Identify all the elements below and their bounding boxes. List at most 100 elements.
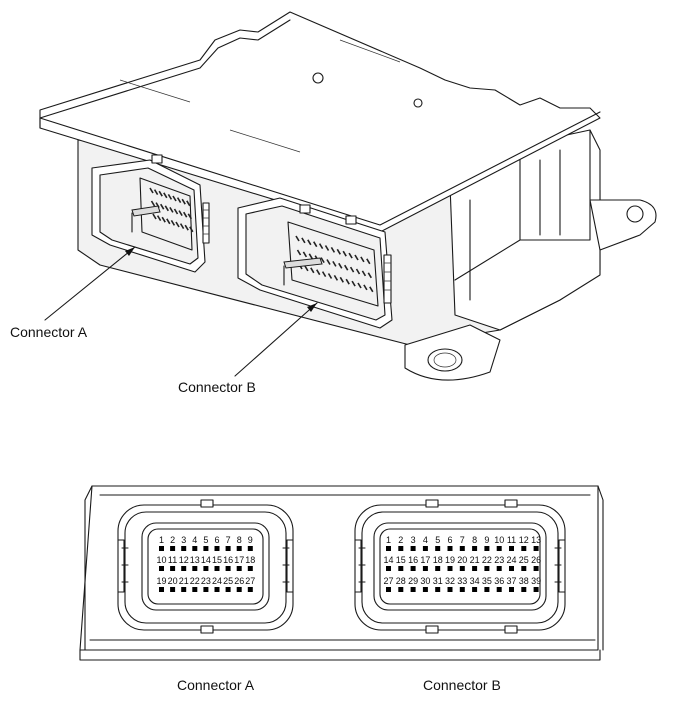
connector-a-pin-label: 17 <box>234 555 244 565</box>
leader-line-a <box>44 246 136 321</box>
connector-b-pin <box>484 566 490 571</box>
connector-a-iso-pin <box>150 200 156 207</box>
connector-b-pin <box>386 566 391 571</box>
connector-b-pin-label: 10 <box>494 535 504 545</box>
connector-b-iso-pin <box>360 256 365 263</box>
connector-b-pin-label: 31 <box>433 576 443 586</box>
connector-b-pin-label: 37 <box>506 576 516 586</box>
connector-b-pin-label: 2 <box>398 535 403 545</box>
connector-b-pin <box>435 566 441 571</box>
connector-a-pin-label: 11 <box>168 555 177 565</box>
connector-a-pin-label: 7 <box>226 535 231 545</box>
connector-a-pin <box>159 566 164 571</box>
connector-a-pin <box>181 566 187 571</box>
connector-b-pin-label: 28 <box>396 576 406 586</box>
module-top-cover <box>39 11 601 233</box>
connector-b-iso-pin <box>321 271 327 278</box>
connector-b-pin <box>484 546 490 551</box>
connector-b-pin-label: 13 <box>531 535 541 545</box>
connector-a-pin-label: 22 <box>190 576 200 586</box>
connector-a-pin <box>225 566 231 571</box>
connector-b-iso-pin <box>327 273 333 279</box>
connector-b-pin <box>472 587 478 592</box>
iso-connector-b-socket <box>237 197 393 329</box>
connector-b-iso-pin <box>307 239 312 246</box>
leader-arrow-b <box>307 303 317 312</box>
connector-a-iso-pin <box>173 208 179 215</box>
connector-b-pin <box>521 587 527 592</box>
connector-b-iso-pin <box>338 262 343 269</box>
connector-b-pin <box>435 546 441 551</box>
connector-b-pin <box>521 566 527 571</box>
connector-b-iso-pin <box>366 258 371 265</box>
iso-connector-a-pins <box>149 187 194 233</box>
connector-a-iso-pin <box>189 226 194 233</box>
connector-a-iso-pin <box>153 189 159 196</box>
iso-label-connector-a: Connector A <box>10 324 88 340</box>
connector-b-iso-pin <box>344 264 349 271</box>
connector-b-pin-label: 33 <box>457 576 467 586</box>
connector-b-pin <box>533 546 539 551</box>
connector-b-iso-pin <box>351 280 356 287</box>
connector-a-iso-pin <box>172 195 177 202</box>
connector-b-iso-pin <box>357 282 362 289</box>
connector-a-pin <box>236 566 242 571</box>
connector-b-pin <box>447 546 453 551</box>
connector-a-iso-pin <box>176 197 182 204</box>
connector-b-pin-label: 35 <box>482 576 492 586</box>
connector-b-pin <box>386 546 391 551</box>
connector-b-pin <box>386 587 391 592</box>
connector-b-pin-label: 11 <box>507 535 516 545</box>
connector-a-pin-label: 5 <box>203 535 208 545</box>
connector-a-pin-label: 2 <box>170 535 175 545</box>
connector-b-pin-label: 12 <box>519 535 529 545</box>
connector-a-pin <box>247 566 253 571</box>
connector-b-pin-label: 5 <box>435 535 440 545</box>
right-mounting-hole <box>626 205 644 223</box>
connector-a-iso-pin <box>152 213 157 220</box>
connector-b-pin-label: 39 <box>531 576 541 586</box>
connector-a-iso-pin <box>170 219 176 226</box>
connector-a-iso-pin <box>184 224 189 231</box>
connector-b-pin <box>459 566 465 571</box>
connector-a-iso-pin <box>187 213 192 220</box>
leader-line-b <box>234 302 318 377</box>
connector-b-pin-label: 7 <box>460 535 465 545</box>
latch-tab <box>504 499 518 508</box>
connector-a-pin-label: 13 <box>190 555 200 565</box>
iso-connector-a-socket <box>91 154 210 273</box>
connector-b-iso-pin <box>330 246 336 253</box>
connector-a-pin-label: 8 <box>237 535 242 545</box>
connector-a-pin <box>192 546 198 551</box>
connector-a-pin <box>192 587 198 592</box>
connector-a-pin-label: 15 <box>212 555 222 565</box>
connector-b-iso-pin <box>354 254 359 261</box>
connector-a-pin-label: 24 <box>212 576 222 586</box>
connector-a-pin <box>247 587 253 592</box>
connector-b-pin <box>410 566 416 571</box>
connector-a-pin-label: 26 <box>234 576 244 586</box>
connector-b-iso-pin <box>367 272 372 279</box>
connector-b-iso-pin <box>342 250 347 257</box>
connector-b-pin-label: 30 <box>420 576 430 586</box>
connector-b-iso-pin <box>308 253 313 260</box>
connector-a-iso-pin <box>161 216 166 223</box>
connector-b-iso-pin <box>339 276 344 283</box>
connector-a-iso-pin <box>160 203 165 210</box>
connector-a-pin <box>203 566 209 571</box>
connector-a-pin <box>159 546 164 551</box>
connector-a-pin <box>159 587 164 592</box>
connector-b-pin <box>484 587 490 592</box>
connector-a-pin <box>225 546 231 551</box>
connector-b-iso-pin <box>369 286 374 293</box>
connector-a-pin <box>181 587 187 592</box>
right-mounting-tab <box>589 199 657 251</box>
connector-a-pin <box>203 546 209 551</box>
connector-a-iso-pin <box>167 193 173 200</box>
connector-a-iso-pin <box>178 210 183 217</box>
connector-a-pin-label: 16 <box>223 555 233 565</box>
